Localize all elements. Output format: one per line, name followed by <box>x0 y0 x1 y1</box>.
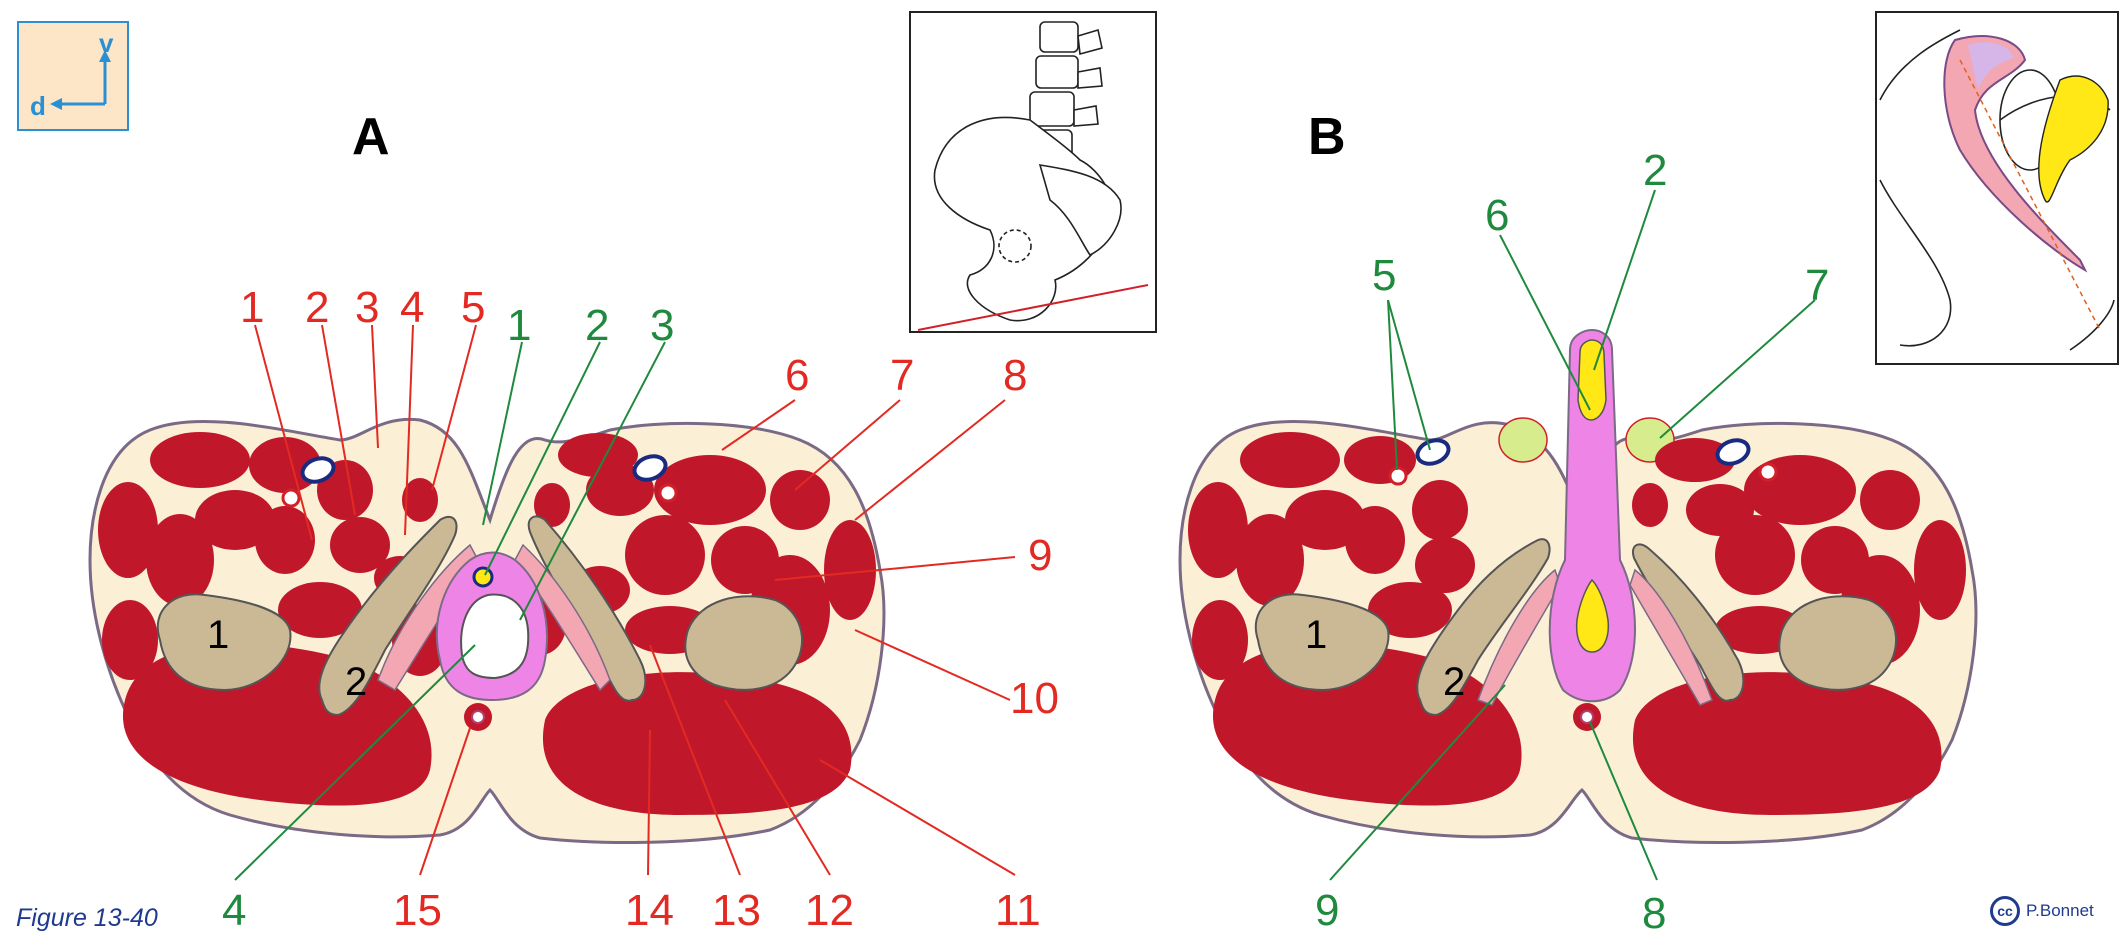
a-red-11: 11 <box>995 886 1041 935</box>
credit: cc P.Bonnet <box>1990 896 2094 926</box>
panel-b-title: B <box>1308 108 1346 166</box>
a-red-10: 10 <box>1010 674 1059 723</box>
bone-label-b-2: 2 <box>1443 660 1465 704</box>
a-red-2: 2 <box>305 283 329 332</box>
leaders-a-green <box>234 341 666 881</box>
bone-1-a <box>156 593 292 692</box>
leaders-b-green <box>1329 189 1816 881</box>
a-red-8: 8 <box>1003 351 1027 400</box>
a-green-1: 1 <box>507 301 531 350</box>
a-green-2: 2 <box>585 301 609 350</box>
bone-1-b <box>1254 593 1390 692</box>
cc-logo-icon: cc <box>1990 896 2020 926</box>
a-green-3: 3 <box>650 301 674 350</box>
a-red-3: 3 <box>355 283 379 332</box>
bone-label-b-1: 1 <box>1305 613 1327 657</box>
b-green-8: 8 <box>1642 889 1666 938</box>
a-red-12: 12 <box>805 886 854 935</box>
penis-body <box>1548 328 1636 703</box>
inset-sagittal-b <box>1875 11 2119 365</box>
a-red-5: 5 <box>461 283 485 332</box>
a-red-13: 13 <box>712 886 761 935</box>
a-red-6: 6 <box>785 351 809 400</box>
b-green-9: 9 <box>1315 886 1339 935</box>
a-red-14: 14 <box>625 886 674 935</box>
orientation-indicator: v d <box>17 21 129 131</box>
a-red-15: 15 <box>393 886 442 935</box>
b-green-6: 6 <box>1485 191 1509 240</box>
a-red-9: 9 <box>1028 531 1052 580</box>
cross-section-a <box>88 417 886 844</box>
bone-2-a <box>318 515 458 717</box>
b-green-7: 7 <box>1805 261 1829 310</box>
a-red-4: 4 <box>400 283 424 332</box>
inset-skeleton-a <box>909 11 1157 333</box>
ventral-label: v <box>99 28 114 58</box>
b-green-2: 2 <box>1643 146 1667 195</box>
cross-section-b <box>1178 328 1978 844</box>
bone-label-a-2: 2 <box>345 660 367 704</box>
figure-caption: Figure 13-40 <box>16 904 158 932</box>
a-green-4: 4 <box>222 886 246 935</box>
b-green-5: 5 <box>1372 251 1396 300</box>
a-red-1: 1 <box>240 283 264 332</box>
panel-a-title: A <box>352 108 390 166</box>
bone-2-b <box>1416 538 1551 717</box>
credit-author: P.Bonnet <box>2026 901 2094 920</box>
dorsal-label: d <box>30 91 46 121</box>
a-red-7: 7 <box>890 351 914 400</box>
bone-label-a-1: 1 <box>207 613 229 657</box>
leaders-a-red <box>254 324 1016 876</box>
